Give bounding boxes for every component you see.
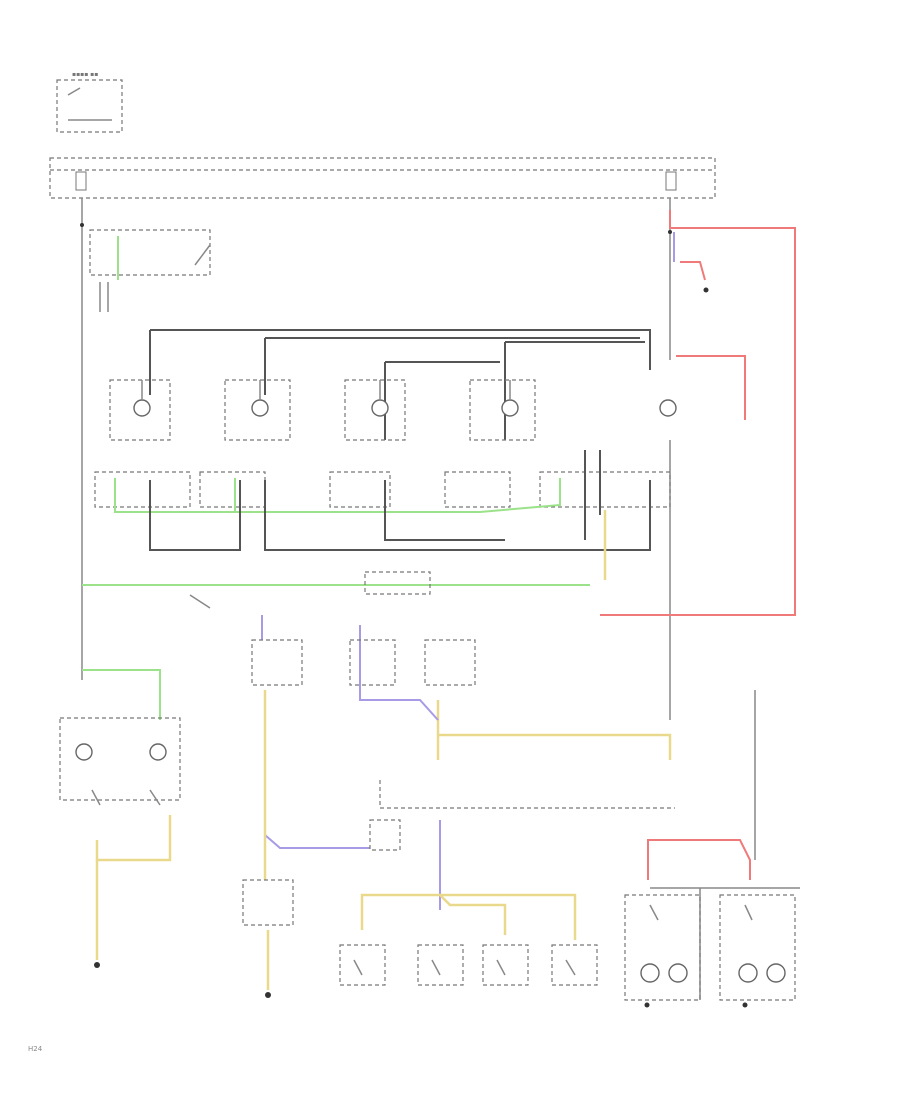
relay-right <box>424 639 476 686</box>
lamp-unit-2 <box>224 379 291 441</box>
diagram-code: H24 <box>28 1045 43 1053</box>
lamp-unit-3 <box>344 379 406 441</box>
vanity-lamp-right <box>719 894 796 1001</box>
svg-text:▪▪▪▪ ▪▪: ▪▪▪▪ ▪▪ <box>72 71 98 78</box>
connector-strip-2 <box>199 471 266 508</box>
red-vanity-wire <box>647 839 751 880</box>
relay-center <box>349 639 396 686</box>
vanity-lamp-left <box>624 894 701 1001</box>
lamp-unit-4 <box>469 379 536 441</box>
relay-left <box>251 639 303 686</box>
door-switch-1 <box>339 944 386 986</box>
door-switch-2 <box>417 944 464 986</box>
top-switch-box <box>56 79 123 133</box>
connector-strip-5 <box>539 471 671 508</box>
door-switch-3 <box>482 944 529 986</box>
lamp-unit-5 <box>659 399 677 417</box>
power-distribution-box <box>49 157 716 199</box>
door-switch-4 <box>551 944 598 986</box>
green-harness-wire <box>114 478 236 513</box>
connector-strip-4 <box>444 471 511 508</box>
connector-strip-1 <box>94 471 191 508</box>
red-feed-wire <box>600 210 796 616</box>
lamp-unit-1 <box>109 379 171 441</box>
left-lamp-pair <box>59 717 181 806</box>
connector-strip-3 <box>329 471 391 508</box>
lower-left-switch <box>242 879 294 926</box>
